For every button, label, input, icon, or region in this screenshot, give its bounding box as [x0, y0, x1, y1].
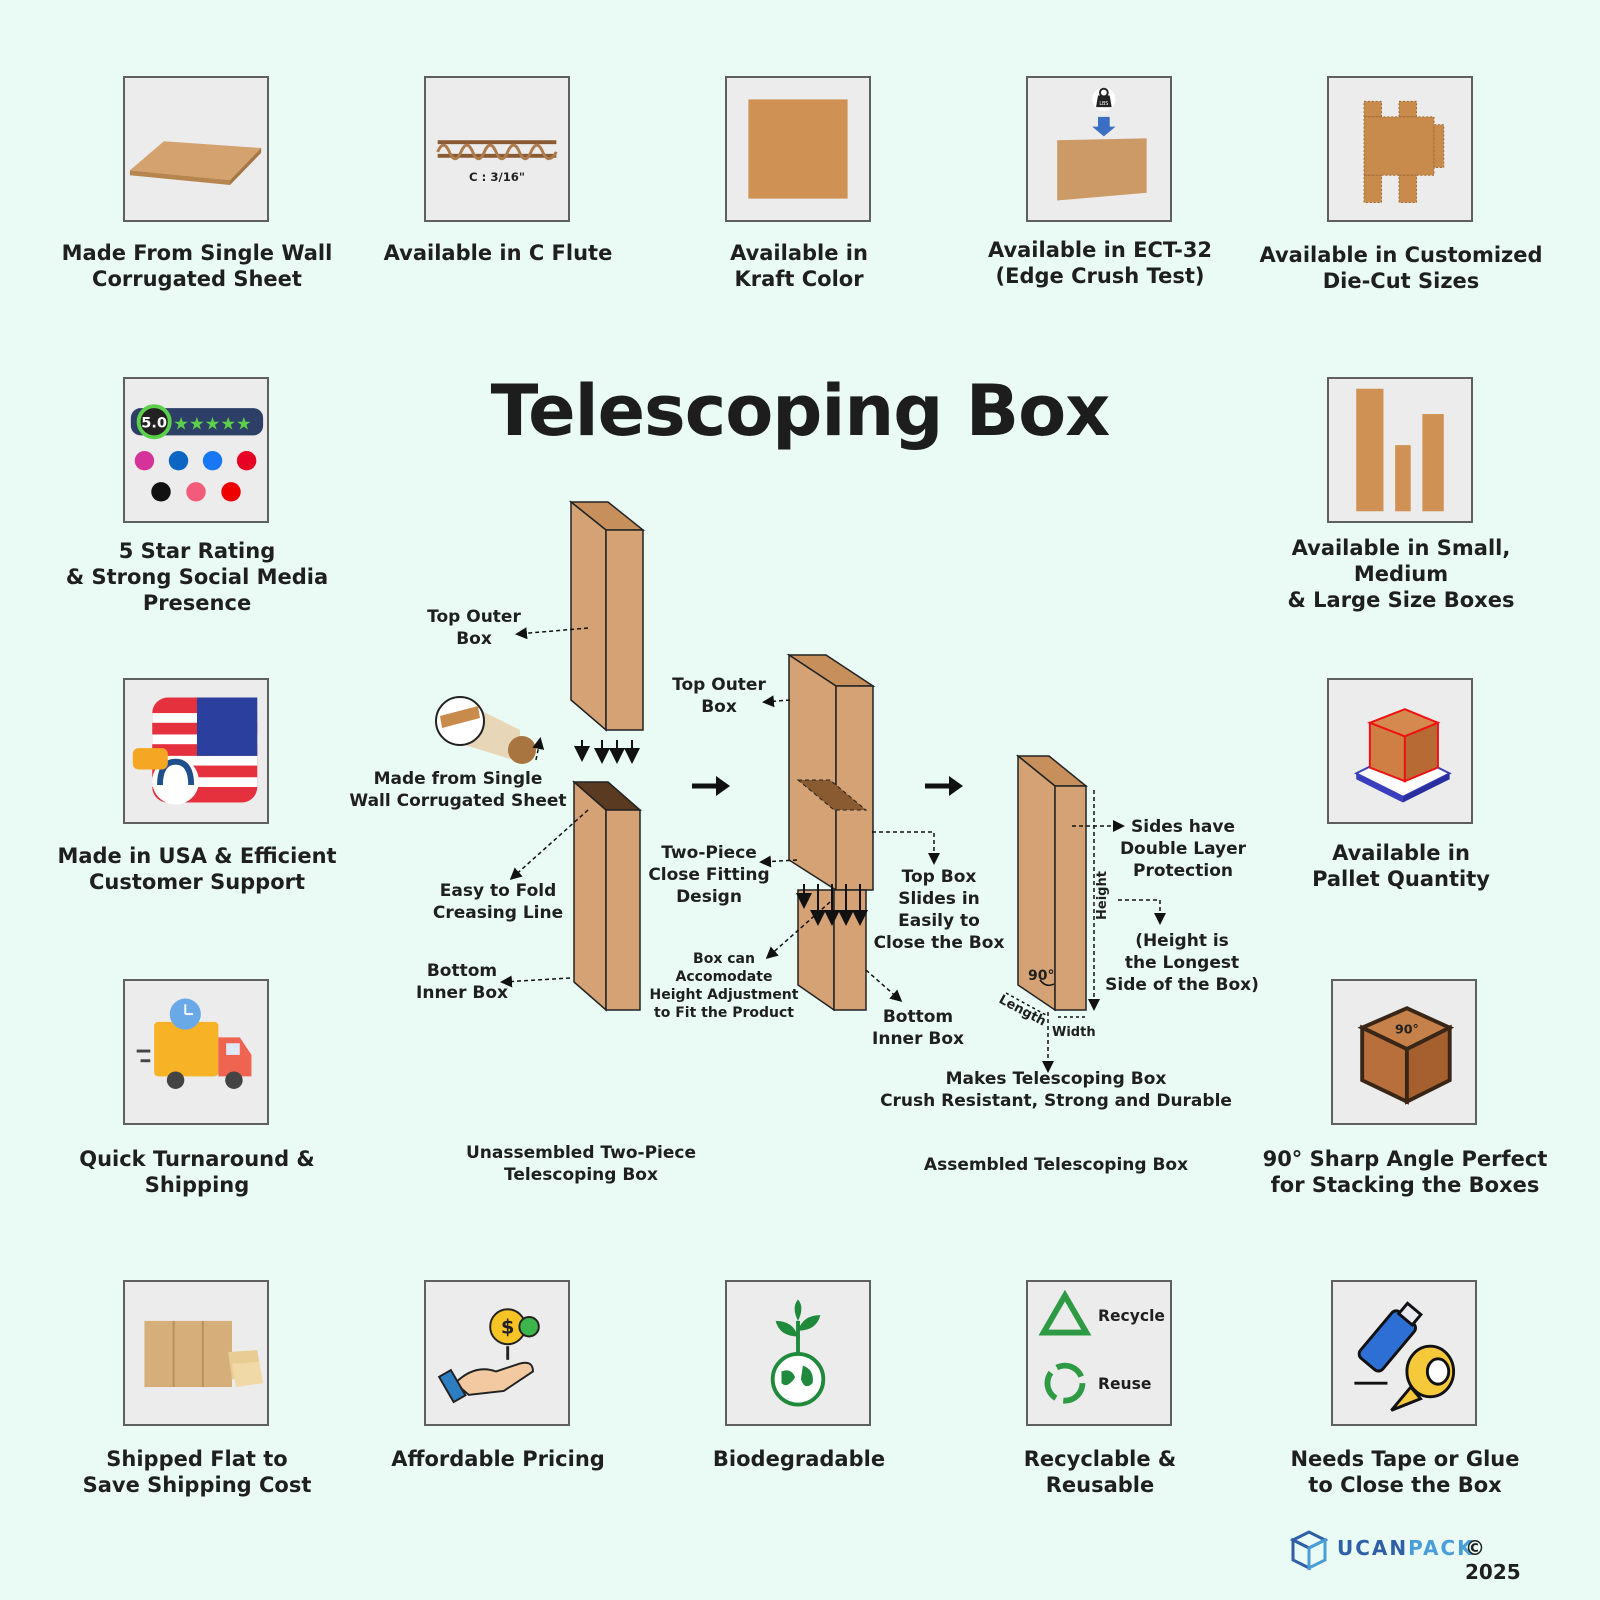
feature-usa: Made in USA & Efficient Customer Support [57, 844, 337, 894]
copyright: © 2025 [1465, 1536, 1521, 1584]
label-top-slides: Top Box Slides in Easily to Close the Bo… [873, 867, 1005, 953]
feature-single-wall: Made From Single Wall Corrugated Sheet [61, 241, 333, 291]
svg-text:★★★★★: ★★★★★ [173, 415, 251, 435]
angle-label: 90° [1395, 1022, 1419, 1037]
brand-name[interactable]: UCANPACK [1337, 1536, 1475, 1560]
corrugated-magnifier [435, 696, 536, 764]
delivery-truck-icon [123, 979, 269, 1125]
feature-c-flute: Available in C Flute [383, 241, 613, 265]
flow-arrow-2 [925, 776, 963, 796]
pallet-icon [1327, 678, 1473, 824]
feature-die-cut: Available in Customized Die-Cut Sizes [1259, 243, 1543, 293]
svg-text:$: $ [501, 1316, 515, 1339]
footer-brand: UCANPACK © 2025 [1285, 1528, 1545, 1584]
feature-angle: 90° Sharp Angle Perfect for Stacking the… [1262, 1147, 1548, 1197]
unassembled-top-outer-box [568, 500, 646, 732]
label-unassembled: Unassembled Two-Piece Telescoping Box [465, 1143, 697, 1185]
feature-kraft: Available in Kraft Color [730, 241, 868, 291]
label-crush: Makes Telescoping Box Crush Resistant, S… [880, 1069, 1232, 1111]
reuse-label: Reuse [1098, 1375, 1151, 1393]
flat-boxes-icon [123, 1280, 269, 1426]
feature-tape: Needs Tape or Glue to Close the Box [1290, 1447, 1520, 1497]
feature-pallet: Available in Pallet Quantity [1312, 841, 1490, 891]
feature-shipping: Quick Turnaround & Shipping [79, 1147, 315, 1197]
label-assembled: Assembled Telescoping Box [923, 1155, 1189, 1175]
recycle-label: Recycle [1098, 1307, 1165, 1325]
corrugated-sheet-icon [123, 76, 269, 222]
brand-name-a: UCAN [1337, 1536, 1409, 1560]
feature-rating: 5 Star Rating & Strong Social Media Pres… [65, 539, 329, 615]
label-bottom-inner-2: Bottom Inner Box [872, 1007, 964, 1049]
brand-name-b: PACK [1408, 1536, 1475, 1560]
label-accommodate: Box can Accomodate Height Adjustment to … [649, 951, 799, 1021]
tape-glue-icon [1331, 1280, 1477, 1426]
label-bottom-inner-1: Bottom Inner Box [416, 961, 508, 1003]
feature-flat: Shipped Flat to Save Shipping Cost [82, 1447, 312, 1497]
affordable-pricing-icon: $ [424, 1280, 570, 1426]
length-axis-label: Length [996, 992, 1048, 1029]
label-easy-fold: Easy to Fold Creasing Line [432, 881, 564, 923]
rating-value: 5.0 [141, 415, 167, 432]
feature-recyclable: Recyclable & Reusable [1023, 1447, 1177, 1497]
biodegradable-icon [725, 1280, 871, 1426]
label-sides-double: Sides have Double Layer Protection [1119, 817, 1247, 881]
unassembled-bottom-inner-box [572, 780, 642, 1012]
feature-biodegradable: Biodegradable [712, 1447, 886, 1471]
sharp-angle-box-icon: 90° [1331, 979, 1477, 1125]
ucanpack-logo-icon [1289, 1530, 1329, 1571]
assembled-box [1015, 754, 1089, 1012]
feature-pricing: Affordable Pricing [391, 1447, 605, 1471]
label-top-outer-box-2: Top Outer Box [672, 675, 766, 717]
feature-sizes: Available in Small, Medium & Large Size … [1287, 536, 1515, 612]
box-sizes-icon [1327, 377, 1473, 523]
rating-social-icon: 5.0 ★★★★★ [123, 377, 269, 523]
label-two-piece: Two-Piece Close Fitting Design [648, 843, 770, 907]
label-top-outer-box-1: Top Outer Box [427, 607, 521, 649]
edge-crush-test-icon: LBS [1026, 76, 1172, 222]
label-made-from: Made from Single Wall Corrugated Sheet [349, 769, 567, 811]
feature-ect: Available in ECT-32 (Edge Crush Test) [987, 238, 1213, 288]
width-axis-label: Width [1052, 1025, 1096, 1040]
label-height-longest: (Height is the Longest Side of the Box) [1105, 931, 1259, 995]
ect-weight-label: LBS [1099, 101, 1108, 107]
page-title: Telescoping Box [490, 370, 1111, 452]
die-cut-icon [1327, 76, 1473, 222]
kraft-color-swatch-icon [725, 76, 871, 222]
flow-arrow-1 [692, 776, 730, 796]
assembled-angle-label: 90° [1028, 968, 1054, 984]
c-flute-label: C : 3/16" [469, 170, 525, 184]
c-flute-icon: C : 3/16" [424, 76, 570, 222]
usa-support-icon [123, 678, 269, 824]
